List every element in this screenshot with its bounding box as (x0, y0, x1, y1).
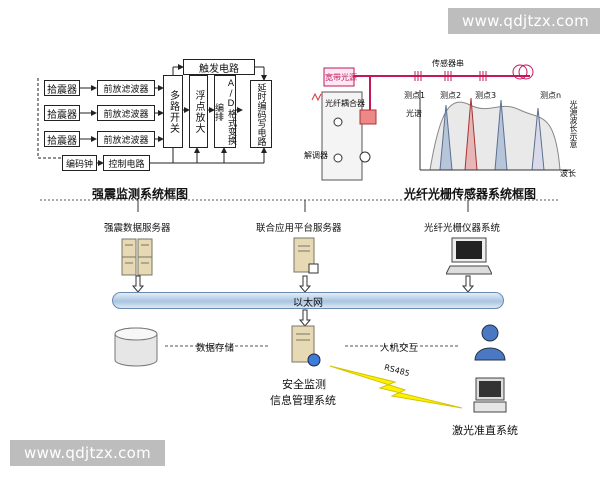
main-server-icon (291, 325, 321, 367)
mux-box: 多路开关 (163, 75, 183, 148)
seismic-server-label: 强震数据服务器 (104, 223, 171, 234)
adc-box: A/D格式变换编排 (213, 75, 236, 148)
ethernet-label: 以太网 (293, 298, 323, 309)
server-icon (293, 237, 319, 274)
platform-server-label: 联合应用平台服务器 (256, 223, 342, 234)
storage-icon (114, 327, 158, 367)
float-amp-box: 浮点放大 (189, 75, 208, 148)
fbg-system-label: 光纤光栅仪器系统 (424, 223, 501, 234)
server-stack-icon (121, 238, 153, 276)
sensor-2: 拾震器 (44, 105, 80, 121)
control-box: 控制电路 (103, 155, 150, 171)
laser-system-label: 激光准直系统 (452, 424, 518, 437)
point-2-label: 测点2 (440, 91, 462, 100)
filter-3: 前放滤波器 (97, 131, 155, 147)
computer-icon (473, 377, 507, 413)
spectrum-label: 光源波长示意 (569, 100, 578, 148)
watermark-top: www.qdjtzx.com (448, 8, 600, 34)
watermark-bottom: www.qdjtzx.com (10, 440, 166, 466)
storage-label: 数据存储 (196, 343, 235, 354)
spectrum-left-label: 光谱 (406, 109, 422, 118)
light-source-label: 宽带光源 (325, 73, 357, 82)
seismic-title: 强震监测系统框图 (92, 187, 189, 201)
wavelength-label: 波长 (560, 169, 576, 178)
seismic-connectors (37, 64, 267, 166)
user-icon (474, 324, 506, 361)
sensor-3: 拾震器 (44, 131, 80, 147)
sensor-string-label: 传感器串 (432, 59, 464, 68)
main-system-line2: 信息管理系统 (270, 394, 336, 407)
filter-1: 前放滤波器 (97, 80, 155, 96)
monitor-icon (446, 237, 492, 275)
coupler-label: 光纤耦合器 (325, 99, 365, 108)
demod-label: 解调器 (304, 151, 328, 160)
ethernet-bus: 以太网 (112, 292, 504, 309)
clock-box: 编码钟 (62, 155, 97, 171)
filter-2: 前放滤波器 (97, 105, 155, 121)
fbg-title: 光纤光栅传感器系统框图 (404, 187, 537, 201)
hmi-label: 人机交互 (380, 343, 419, 354)
trigger-box: 触发电路 (183, 59, 255, 75)
point-n-label: 测点n (540, 91, 562, 100)
point-3-label: 测点3 (475, 91, 497, 100)
fbg-drawing (311, 64, 570, 181)
point-1-label: 测点1 (404, 91, 426, 100)
sensor-1: 拾震器 (44, 80, 80, 96)
main-system-line1: 安全监测 (282, 378, 326, 391)
delay-box: 延时编码写电路 (250, 80, 272, 148)
